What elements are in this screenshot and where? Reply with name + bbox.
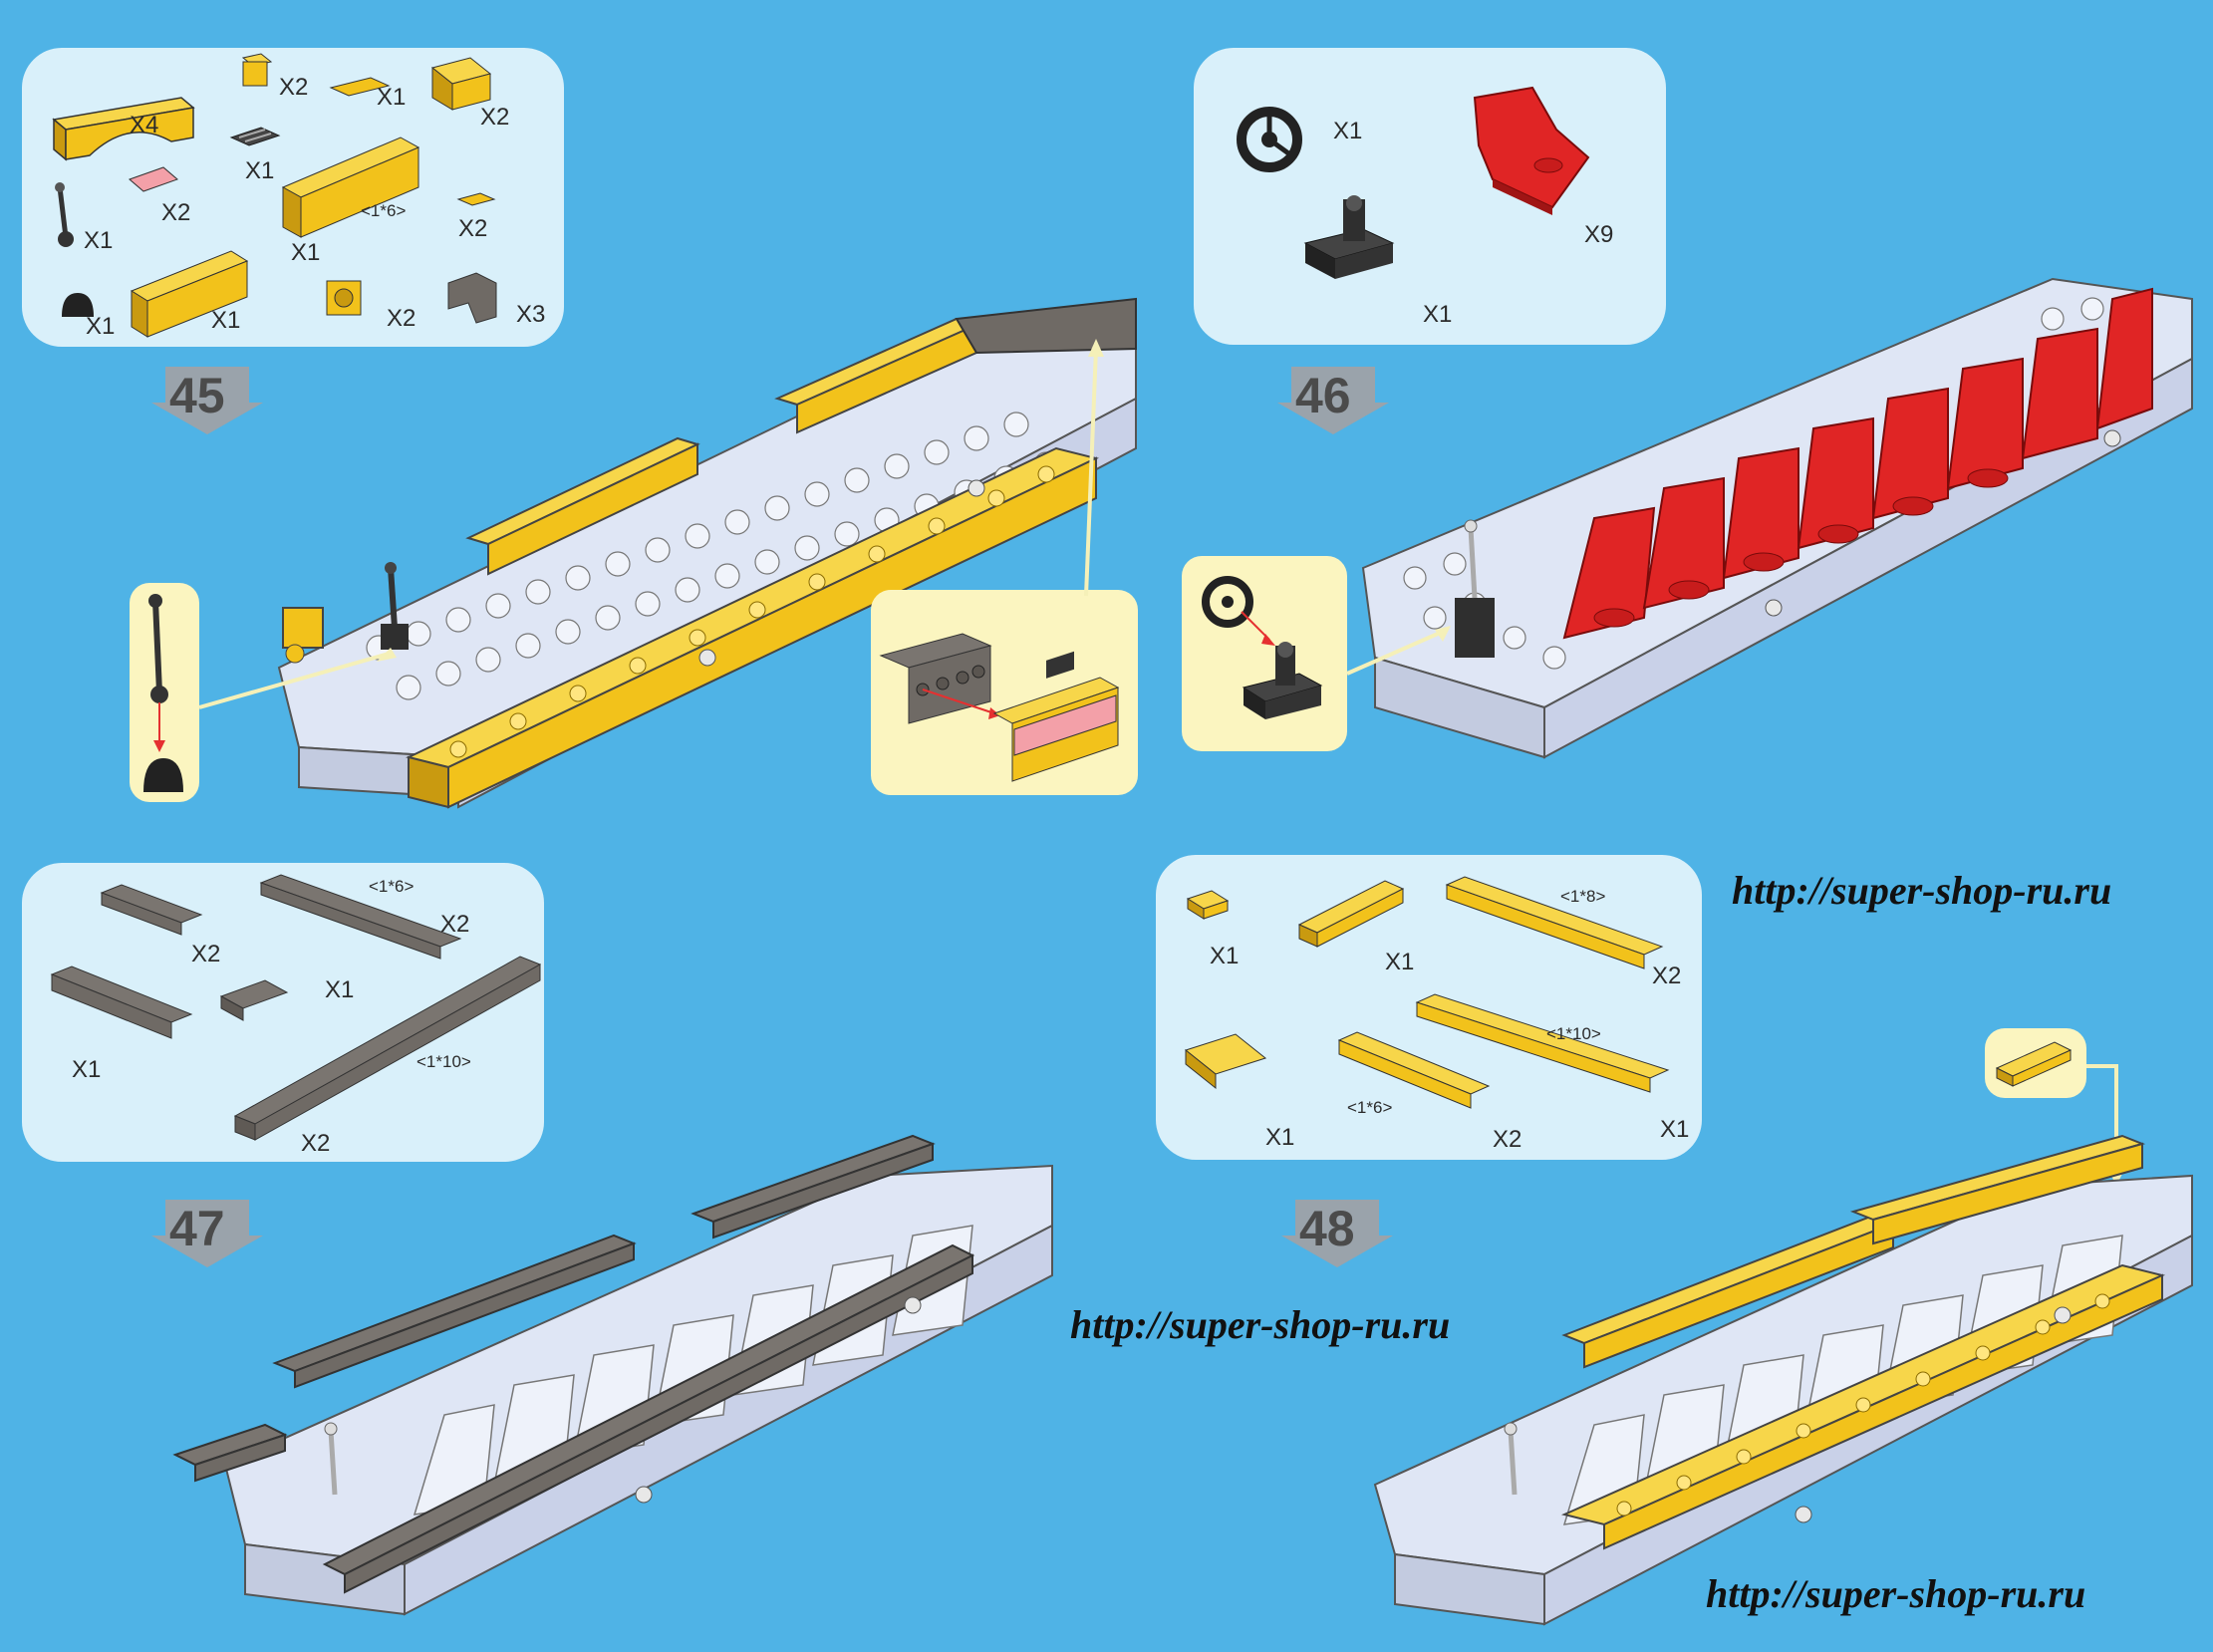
watermark-url: http://super-shop-ru.ru — [1732, 868, 2112, 913]
yellow-headlight-brick-icon — [326, 280, 362, 316]
step-number: 46 — [1295, 368, 1351, 423]
dark-plate-1x4-icon — [100, 884, 203, 936]
yellow-plate-1x1-icon — [1186, 890, 1230, 920]
assembly-step-46 — [1361, 277, 2193, 759]
dark-plate-1x4-icon — [50, 965, 193, 1039]
guide-arrow-icon — [1084, 339, 1104, 597]
part-qty: X2 — [458, 215, 488, 242]
part-qty: X1 — [245, 157, 275, 184]
yellow-plate-1x3-icon — [1184, 1033, 1267, 1090]
steering-stand-icon — [1303, 195, 1395, 279]
part-qty: X2 — [301, 1130, 331, 1157]
yellow-brick-1x6-icon — [281, 137, 420, 238]
yellow-plate-1x10-icon — [1415, 993, 1670, 1093]
step-arrow-icon — [1281, 1200, 1393, 1267]
steering-detail-drawing — [1202, 576, 1323, 719]
grille-tile-icon — [229, 127, 281, 146]
part-qty: X1 — [325, 976, 355, 1003]
guide-arrow-icon — [198, 648, 397, 709]
step-number: 47 — [169, 1201, 225, 1256]
yellow-plate-1x4-icon — [1297, 880, 1405, 948]
steering-wheel-icon — [1237, 107, 1302, 172]
yellow-tile-small-icon — [456, 192, 496, 206]
red-seat-icon — [1473, 86, 1590, 215]
parts-drawing-step-46 — [1237, 86, 1590, 279]
yellow-tile-icon — [329, 77, 391, 97]
part-size: <1*6> — [361, 201, 407, 220]
yellow-brick-1x4-icon — [130, 250, 249, 338]
part-qty: X1 — [1333, 118, 1363, 144]
part-qty: X2 — [480, 104, 510, 131]
part-size: <1*8> — [1560, 887, 1606, 906]
part-qty: X1 — [1210, 943, 1240, 969]
part-qty: X2 — [440, 911, 470, 938]
step-arrow-icon — [1277, 367, 1389, 434]
part-qty: X1 — [86, 313, 116, 340]
part-qty: X2 — [1652, 963, 1682, 989]
part-qty: X1 — [72, 1056, 102, 1083]
lever-stick-icon — [55, 182, 74, 247]
parts-panel-step-46 — [1194, 48, 1666, 345]
part-qty: X2 — [387, 305, 416, 332]
dark-plate-1x10-icon — [233, 956, 542, 1141]
dark-bracket-icon — [447, 272, 497, 324]
yellow-plate-1x6-icon — [1337, 1031, 1491, 1109]
part-qty: X9 — [1584, 221, 1614, 248]
part-qty: X4 — [130, 112, 159, 138]
watermark-url: http://super-shop-ru.ru — [1070, 1302, 1451, 1347]
step-arrow-icon — [151, 1200, 263, 1267]
part-qty: X2 — [191, 941, 221, 967]
part-qty: X1 — [1385, 949, 1415, 975]
assembly-step-45 — [277, 297, 1137, 809]
part-size: <1*10> — [1546, 1024, 1601, 1043]
yellow-brick-1x1-icon — [241, 53, 273, 87]
part-qty: X1 — [1423, 301, 1453, 328]
assembly-step-47 — [172, 1134, 1053, 1616]
part-qty: X1 — [291, 239, 321, 266]
parts-drawing-step-45 — [52, 53, 497, 338]
parts-drawing-step-48 — [1184, 876, 1670, 1109]
part-qty: X2 — [1493, 1126, 1522, 1153]
part-size: <1*10> — [416, 1052, 471, 1071]
lever-base-icon — [62, 293, 94, 317]
parts-drawing-step-47 — [50, 874, 542, 1141]
part-qty: X2 — [161, 199, 191, 226]
lever-detail-drawing — [143, 594, 183, 792]
yellow-plate-1x8-icon — [1445, 876, 1664, 969]
part-size: <1*6> — [369, 877, 415, 896]
yellow-slope-icon — [430, 57, 492, 111]
guide-arrow-icon — [1346, 626, 1451, 676]
part-qty: X1 — [1660, 1116, 1690, 1143]
rear-detail-drawing — [879, 633, 1120, 782]
dark-plate-1x6-icon — [259, 874, 462, 960]
step-number: 48 — [1299, 1201, 1355, 1256]
part-qty: X1 — [1265, 1124, 1295, 1151]
part-qty: X1 — [84, 227, 114, 254]
yellow-arch-brick-icon — [52, 97, 195, 161]
watermark-url: http://super-shop-ru.ru — [1706, 1571, 2086, 1616]
part-qty: X1 — [211, 307, 241, 334]
part-qty: X1 — [377, 84, 407, 111]
part-qty: X3 — [516, 301, 546, 328]
yellow-plate-detail-drawing — [1995, 1041, 2073, 1087]
dark-plate-1x2-icon — [219, 979, 289, 1021]
assembly-step-48 — [1373, 1134, 2193, 1626]
step-number: 45 — [169, 368, 225, 423]
part-size: <1*6> — [1347, 1098, 1393, 1117]
pink-tile-icon — [129, 166, 178, 192]
part-qty: X2 — [279, 74, 309, 101]
step-arrow-icon — [151, 367, 263, 434]
